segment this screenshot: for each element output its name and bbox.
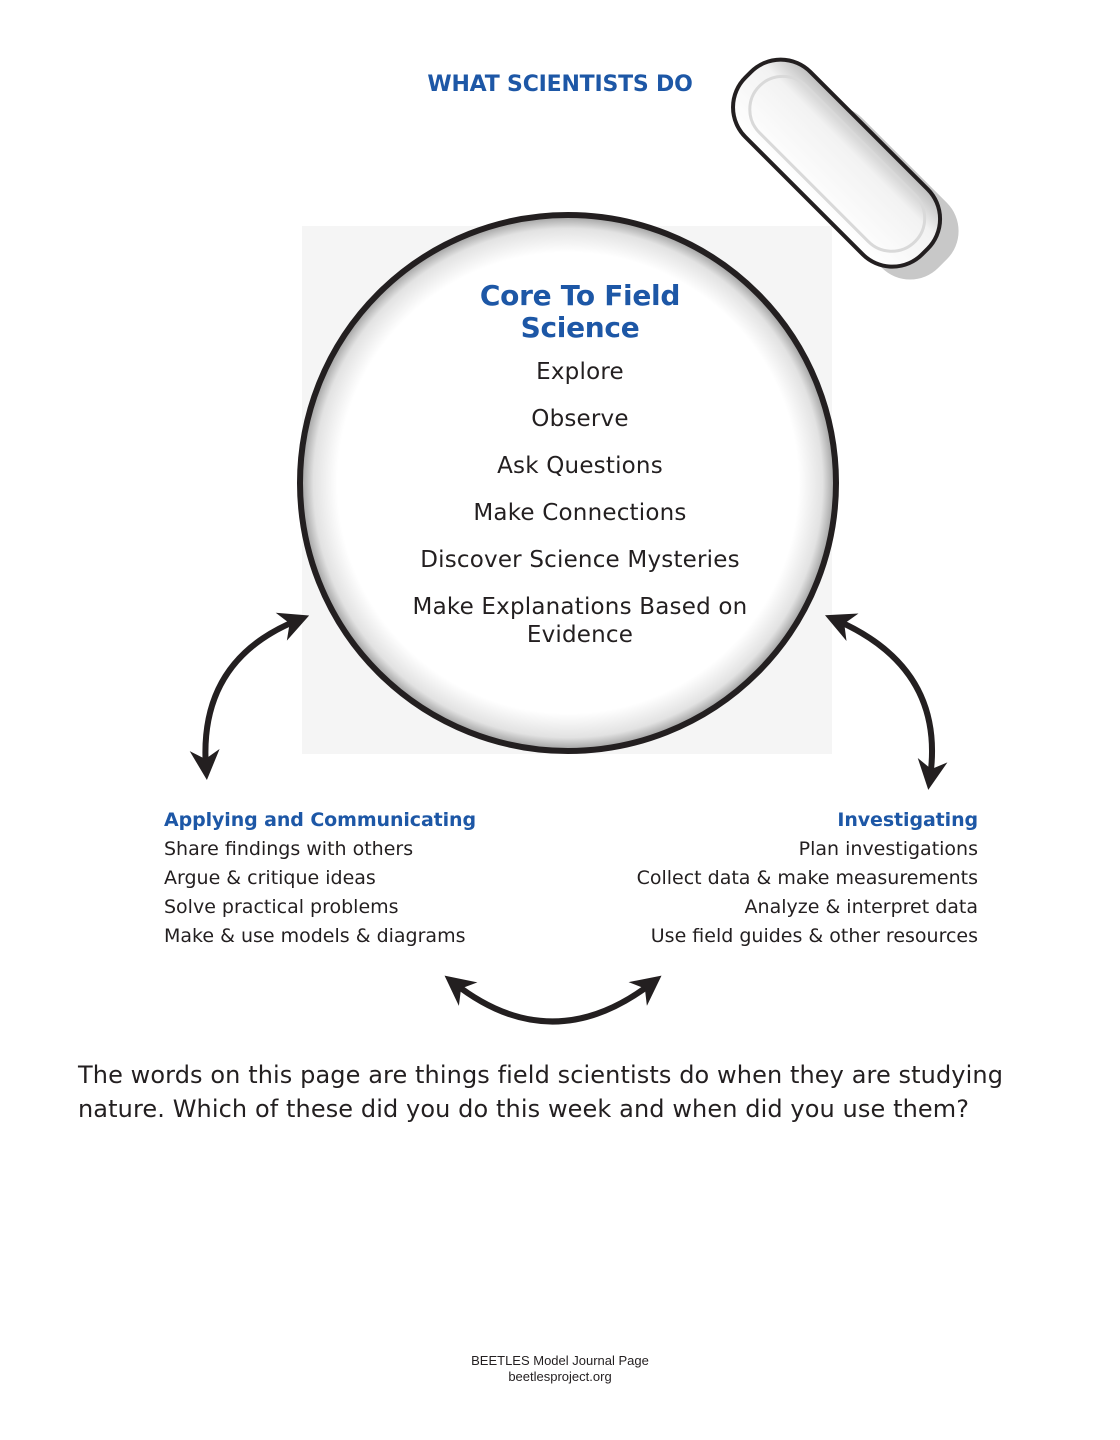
core-item-explore: Explore xyxy=(536,359,624,385)
magnifier-lens xyxy=(297,212,839,754)
applying-heading: Applying and Communicating xyxy=(164,809,476,831)
investigating-item: Analyze & interpret data xyxy=(744,896,978,918)
applying-item: Solve practical problems xyxy=(164,896,399,918)
investigating-heading: Investigating xyxy=(837,809,978,831)
applying-item: Make & use models & diagrams xyxy=(164,925,466,947)
magnifying-glass-illustration xyxy=(189,57,959,1025)
core-item-discover-mysteries: Discover Science Mysteries xyxy=(420,547,740,573)
core-title: Core To Field Science xyxy=(479,279,681,344)
investigating-item: Collect data & make measurements xyxy=(636,867,978,889)
core-to-field-science: Core To Field Science Explore Observe As… xyxy=(330,280,830,668)
page-title: WHAT SCIENTISTS DO xyxy=(427,72,693,97)
arrow-right-curve xyxy=(825,613,948,790)
applying-communicating-section: Applying and Communicating Share finding… xyxy=(164,806,544,951)
core-item-observe: Observe xyxy=(531,406,629,432)
arrow-left-curve xyxy=(189,612,310,780)
journal-question: The words on this page are things field … xyxy=(78,1061,1004,1123)
investigating-section: Investigating Plan investigations Collec… xyxy=(590,806,979,951)
core-item-ask-questions: Ask Questions xyxy=(497,453,663,479)
footer-title: BEETLES Model Journal Page xyxy=(471,1353,649,1368)
investigating-item: Plan investigations xyxy=(798,838,978,860)
core-item-make-connections: Make Connections xyxy=(473,500,687,526)
footer-url: beetlesproject.org xyxy=(508,1369,612,1384)
page-footer: BEETLES Model Journal Page beetlesprojec… xyxy=(0,1353,1120,1385)
core-item-make-explanations: Make Explanations Based on Evidence xyxy=(412,594,748,648)
investigating-item: Use field guides & other resources xyxy=(650,925,978,947)
arrow-bottom-curve xyxy=(444,975,662,1025)
applying-item: Share findings with others xyxy=(164,838,414,860)
applying-item: Argue & critique ideas xyxy=(164,867,376,889)
magnifier-handle xyxy=(731,57,959,280)
